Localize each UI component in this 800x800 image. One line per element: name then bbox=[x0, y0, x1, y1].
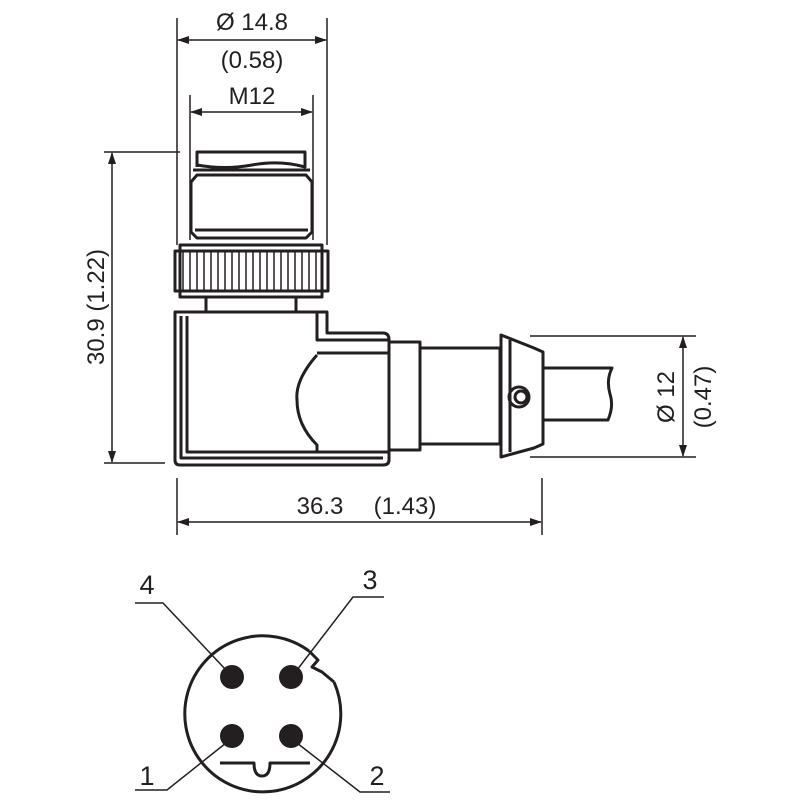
pin-2 bbox=[279, 724, 303, 748]
pinout-diagram: 4 3 1 2 bbox=[135, 565, 390, 794]
height-dimension: 30.9 (1.22) bbox=[83, 151, 180, 464]
thread-dimension: M12 bbox=[189, 83, 314, 240]
cable-diameter-inch-label: (0.47) bbox=[690, 366, 717, 429]
pin-1 bbox=[220, 724, 244, 748]
cable bbox=[543, 366, 614, 422]
cable-diameter-dimension: Ø 12 (0.47) bbox=[530, 335, 717, 458]
diameter-inch-label: (0.58) bbox=[221, 47, 284, 74]
pin-label-1: 1 bbox=[139, 761, 154, 791]
pin-3 bbox=[279, 665, 303, 689]
screw-hole bbox=[507, 385, 531, 409]
pin-label-4: 4 bbox=[139, 570, 154, 600]
diameter-mm-label: Ø 14.8 bbox=[216, 9, 288, 36]
length-dimension: 36.3 (1.43) bbox=[176, 478, 543, 535]
pin-label-3: 3 bbox=[362, 565, 377, 595]
knurl-lines bbox=[182, 252, 323, 290]
height-label: 30.9 (1.22) bbox=[83, 249, 110, 365]
cable-diameter-mm-label: Ø 12 bbox=[653, 371, 680, 423]
pin-4 bbox=[220, 665, 244, 689]
pin-label-2: 2 bbox=[369, 761, 384, 791]
length-mm-label: 36.3 bbox=[297, 493, 344, 520]
thread-label: M12 bbox=[229, 83, 276, 110]
connector-body bbox=[173, 150, 614, 467]
length-inch-label: (1.43) bbox=[374, 493, 437, 520]
diameter-dimension: Ø 14.8 (0.58) bbox=[176, 9, 328, 245]
